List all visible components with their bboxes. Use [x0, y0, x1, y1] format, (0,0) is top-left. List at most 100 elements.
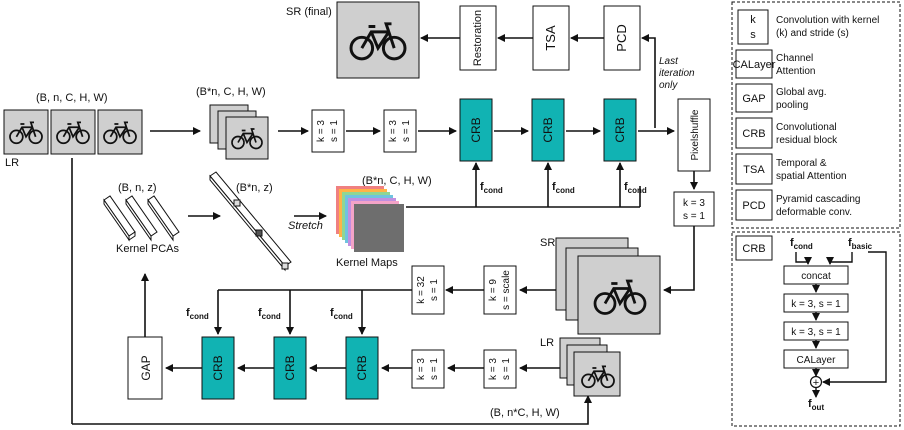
conv-block: [411, 265, 445, 315]
legend-conv-icon: [737, 9, 769, 45]
legend-pcd-desc: Pyramid cascading: [776, 194, 860, 205]
legend-tsa-icon: [735, 153, 773, 185]
crb-detail-conv2-label: k = 3, s = 1: [791, 327, 841, 338]
conv-k: k = 3: [316, 120, 327, 142]
gap-label: GAP: [139, 355, 153, 380]
legend-conv-k: k: [750, 14, 756, 26]
crb-detail-title-box: [735, 235, 773, 261]
pcd-block: [603, 5, 641, 71]
conv-s: s = 1: [329, 120, 340, 142]
pca-shape-label: (B, n, z): [118, 182, 157, 194]
lr2-label: LR: [540, 337, 554, 349]
legend-pcd-label: PCD: [742, 200, 765, 212]
legend-conv-desc: Convolution with kernel: [776, 15, 879, 26]
conv-k: k = 3: [388, 120, 399, 142]
legend-crb-label: CRB: [742, 128, 765, 140]
legend-crb-desc: residual block: [776, 135, 838, 146]
pca-flat-shape-label: (B*n, z): [236, 182, 273, 194]
legend-tsa-desc: spatial Attention: [776, 171, 847, 182]
input-shape-label: (B, n, C, H, W): [36, 92, 108, 104]
f-cond-label: fcond: [186, 307, 209, 321]
conv-s: s = 1: [401, 120, 412, 142]
crb-block: [603, 98, 637, 162]
crb-label: CRB: [211, 355, 225, 380]
kernel-maps-label: Kernel Maps: [336, 257, 398, 269]
legend-tsa-desc: Temporal &: [776, 158, 827, 169]
last-iteration-note-2: iteration: [659, 68, 695, 79]
legend-gap-icon: [735, 83, 773, 113]
add-icon: [809, 375, 823, 389]
bottom-shape-label: (B, n*C, H, W): [490, 407, 560, 419]
conv-s: s = 1: [429, 358, 440, 380]
crb-label: CRB: [469, 117, 483, 142]
stretch-label: Stretch: [288, 220, 323, 232]
legend-calayer-desc: Channel: [776, 53, 813, 64]
sr-final-label: SR (final): [286, 6, 332, 18]
lr-frame: [50, 109, 96, 155]
crb-detail-conv1-label: k = 3, s = 1: [791, 299, 841, 310]
conv-s: s = 1: [501, 358, 512, 380]
kernel-pcas-label: Kernel PCAs: [116, 243, 179, 255]
legend-calayer-label: CALayer: [733, 59, 776, 71]
pixelshuffle-label: Pixelshuffle: [690, 109, 701, 160]
sr-frame: [577, 255, 661, 335]
conv-block: [483, 349, 517, 389]
crb-detail-fbasic: fbasic: [848, 237, 873, 251]
legend-pcd-desc: deformable conv.: [776, 207, 852, 218]
legend-crb-desc: Convolutional: [776, 122, 837, 133]
crb-label: CRB: [613, 117, 627, 142]
tsa-block: [532, 5, 570, 71]
kernel-pca-bars: [103, 195, 180, 242]
legend-conv-s: s: [750, 29, 756, 41]
crb-detail-calayer-label: CALayer: [797, 355, 837, 366]
conv-block: [411, 349, 445, 389]
pcd-label: PCD: [614, 24, 629, 51]
flat-pca-bar: [209, 171, 292, 272]
legend-crb-icon: [735, 117, 773, 149]
conv-s: s = 1: [429, 279, 440, 301]
crb-detail-fcond: fcond: [790, 237, 813, 251]
legend-calayer-desc: Attention: [776, 66, 815, 77]
crb-detail-concat-label: concat: [801, 271, 831, 282]
legend-gap-desc: Global avg.: [776, 87, 827, 98]
lr-frame: [3, 109, 49, 155]
f-cond-label: fcond: [258, 307, 281, 321]
tsa-label: TSA: [543, 25, 558, 51]
conv-block: [673, 191, 715, 227]
crb-detail-title: CRB: [742, 243, 765, 255]
crb-block: [459, 98, 493, 162]
legend-gap-desc: pooling: [776, 100, 808, 111]
kernel-maps-stack: [336, 186, 404, 252]
crb-detail-fout: fout: [808, 398, 824, 412]
crb-block: [531, 98, 565, 162]
crb-block: [201, 336, 235, 400]
f-cond-label: fcond: [330, 307, 353, 321]
gap-block: [127, 336, 163, 400]
sr-label: SR: [540, 237, 555, 249]
legend-pcd-icon: [735, 189, 773, 221]
lr-stack-frame: [573, 351, 621, 397]
sr-final-image: [336, 1, 420, 79]
lr-label: LR: [5, 157, 19, 169]
conv-block: [483, 265, 517, 315]
f-cond-label: fcond: [624, 181, 647, 195]
conv-s: s = scale: [501, 270, 512, 310]
crb-label: CRB: [355, 355, 369, 380]
last-iteration-note-3: only: [659, 80, 678, 91]
crb-block: [273, 336, 307, 400]
restoration-block: [459, 5, 497, 71]
lr-frame: [97, 109, 143, 155]
legend-tsa-label: TSA: [743, 164, 765, 176]
crb-label: CRB: [541, 117, 555, 142]
stack-frame: [225, 116, 269, 160]
crb-label: CRB: [283, 355, 297, 380]
conv-k: k = 3: [416, 358, 427, 380]
restoration-label: Restoration: [472, 10, 484, 66]
conv-k: k = 3: [488, 358, 499, 380]
conv-block: [383, 109, 417, 153]
legend-box: [731, 1, 901, 229]
conv-k: k = 9: [488, 279, 499, 301]
crb-detail-box: [731, 231, 901, 427]
conv-k: k = 3: [683, 198, 705, 209]
